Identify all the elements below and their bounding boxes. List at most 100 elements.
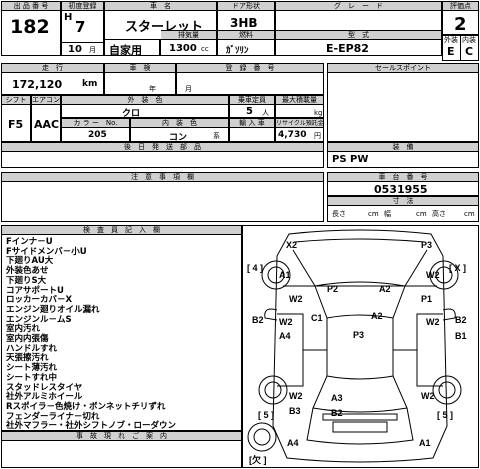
load-unit: kg — [314, 109, 323, 117]
usage: 自家用 — [109, 44, 142, 57]
length-label: 長さ — [332, 210, 346, 218]
remark-line: Rスポイラ－色焼け・ボンネットチリずれ — [6, 401, 166, 412]
remark-line: ロッカーカバ－X — [6, 295, 73, 306]
score-value: 2 — [454, 14, 467, 35]
era-year: 7 — [75, 18, 86, 36]
reg-number-label: 登 録 番 号 — [177, 64, 323, 73]
mark-bracket-5-left: [ 5 ] — [258, 410, 274, 420]
mark-bracket-4: [ 4 ] — [247, 263, 263, 273]
load-label: 最大積載量 — [276, 96, 323, 105]
recycle-unit: 円 — [314, 132, 321, 140]
interior-grade: C — [465, 45, 474, 58]
mark-w2-door-left: W2 — [279, 317, 293, 327]
model-box: 型 式 E-EP82 — [275, 30, 442, 56]
mark-w2-front-right: W2 — [426, 270, 440, 280]
mark-a1-bottom: A1 — [419, 438, 431, 448]
color-no: 205 — [88, 130, 107, 140]
sales-point-box: セールスポイント — [327, 63, 479, 142]
mark-b2-rear: B2 — [331, 408, 343, 418]
shift: F5 — [8, 118, 24, 131]
remark-line: 外装色あせ — [6, 266, 49, 277]
mark-a4-left: A4 — [279, 331, 291, 341]
interior-color-label: 内 装 色 — [131, 119, 228, 128]
fuel: ｶﾞｿﾘﾝ — [226, 46, 249, 56]
mileage-label: 走 行 — [2, 64, 103, 73]
mark-w2-rear-left: W2 — [289, 391, 303, 401]
equipment-label: 装 備 — [328, 143, 478, 152]
remark-line: エンジンル－ムS — [6, 314, 72, 325]
recycle-label: リサイクル預託金 — [276, 119, 323, 128]
remark-line: 天張擦汚れ — [6, 353, 49, 364]
mark-w2-rear-right: W2 — [421, 391, 435, 401]
door-box: ドア形状 3HB — [217, 1, 275, 40]
notes-box: 注 意 事 項 欄 — [1, 172, 324, 222]
inspection-month-unit: 月 — [185, 85, 192, 93]
ac-box: エアコン AAC — [31, 95, 61, 142]
height-unit: cm — [464, 210, 475, 218]
displacement: 1300 — [169, 43, 197, 54]
mark-w2-door-right: W2 — [426, 317, 440, 327]
model-code: E-EP82 — [326, 42, 369, 55]
rear-parts-label: 後 日 発 送 部 品 — [2, 143, 323, 152]
mark-bracket-x: [ X ] — [449, 263, 466, 273]
mark-bracket-ketsu: [欠 ] — [249, 454, 267, 465]
remark-line: 社外マフラー・社外シフトノブ・ローダウン — [6, 421, 177, 432]
width-unit: cm — [416, 210, 427, 218]
exterior-grade: E — [447, 45, 455, 58]
height-label: 高さ — [432, 210, 446, 218]
sales-point-label: セールスポイント — [328, 64, 478, 73]
grade-label: グ レ ー ド — [276, 2, 441, 11]
rear-parts-box: 後 日 発 送 部 品 — [1, 142, 324, 168]
recycle: 4,730 — [278, 130, 307, 140]
mark-b2-left: B2 — [252, 315, 264, 325]
import-box: 輸 入 車 — [229, 118, 275, 142]
mark-x2: X2 — [286, 240, 297, 250]
damage-diagram-box: X2 P3 [ 4 ] [ X ] A1 W2 P2 A2 W2 P1 C1 A… — [242, 225, 479, 468]
remark-line: 下廻りS大 — [6, 275, 47, 286]
mark-a2-hood: A2 — [379, 284, 391, 294]
remark-line: 下廻りAU大 — [6, 256, 54, 267]
door-label: ドア形状 — [218, 2, 274, 11]
interior-color: コン — [169, 133, 188, 143]
mark-p2: P2 — [327, 284, 338, 294]
remarks-label: 検 査 員 記 入 欄 — [2, 226, 241, 235]
color-no-label: カ ラ ー No. — [62, 119, 129, 128]
remark-line: フェンダーライナ－切れ — [6, 411, 100, 422]
mark-b3: B3 — [289, 406, 301, 416]
lot-number-label: 出 品 番 号 — [2, 2, 60, 11]
color: クロ — [122, 109, 141, 119]
ext-int-box: 外装 内装 E C — [442, 35, 479, 61]
equipment: PS PW — [332, 154, 369, 165]
color-box: 外 装 色 クロ — [61, 95, 229, 119]
displacement-label: 排気量 — [161, 30, 216, 40]
ac-label: エアコン — [32, 96, 60, 105]
recycle-box: リサイクル預託金 4,730 円 — [275, 118, 324, 142]
capacity-unit: 人 — [262, 109, 269, 117]
mark-a1-front: A1 — [279, 270, 291, 280]
remark-line: シートすれ中 — [6, 372, 58, 383]
accident-label: 事 故 現 れ ご 案 内 — [2, 432, 241, 441]
remark-line: 室内内張傷 — [6, 334, 49, 344]
remark-line: 社外アルミホイール — [6, 392, 83, 403]
inspection-box: 車 検 年 — [104, 63, 176, 95]
mark-a2-center: A2 — [371, 311, 383, 321]
dims-box: 寸 法 長さ cm 幅 cm 高さ cm — [327, 196, 479, 222]
capacity-box: 乗車定員 5 人 — [229, 95, 275, 118]
model-label: 型 式 — [276, 30, 441, 40]
mark-p1: P1 — [421, 294, 432, 304]
first-registration-box: 初度登録 H 7 10 月 — [61, 1, 104, 56]
car-name-label: 車 名 — [105, 2, 216, 11]
width-label: 幅 — [384, 210, 391, 218]
mark-a4-bottom: A4 — [287, 438, 299, 448]
dims-label: 寸 法 — [328, 197, 478, 206]
mark-a3: A3 — [331, 393, 343, 403]
score-box: 評価点 2 — [442, 1, 479, 35]
inspection-label: 車 検 — [105, 64, 175, 73]
mark-b2-right: B2 — [455, 315, 467, 325]
reg-month: 10 — [68, 44, 82, 55]
lot-number: 182 — [10, 16, 50, 38]
import-label: 輸 入 車 — [230, 119, 274, 128]
remark-line: コアサポートU — [6, 285, 64, 296]
